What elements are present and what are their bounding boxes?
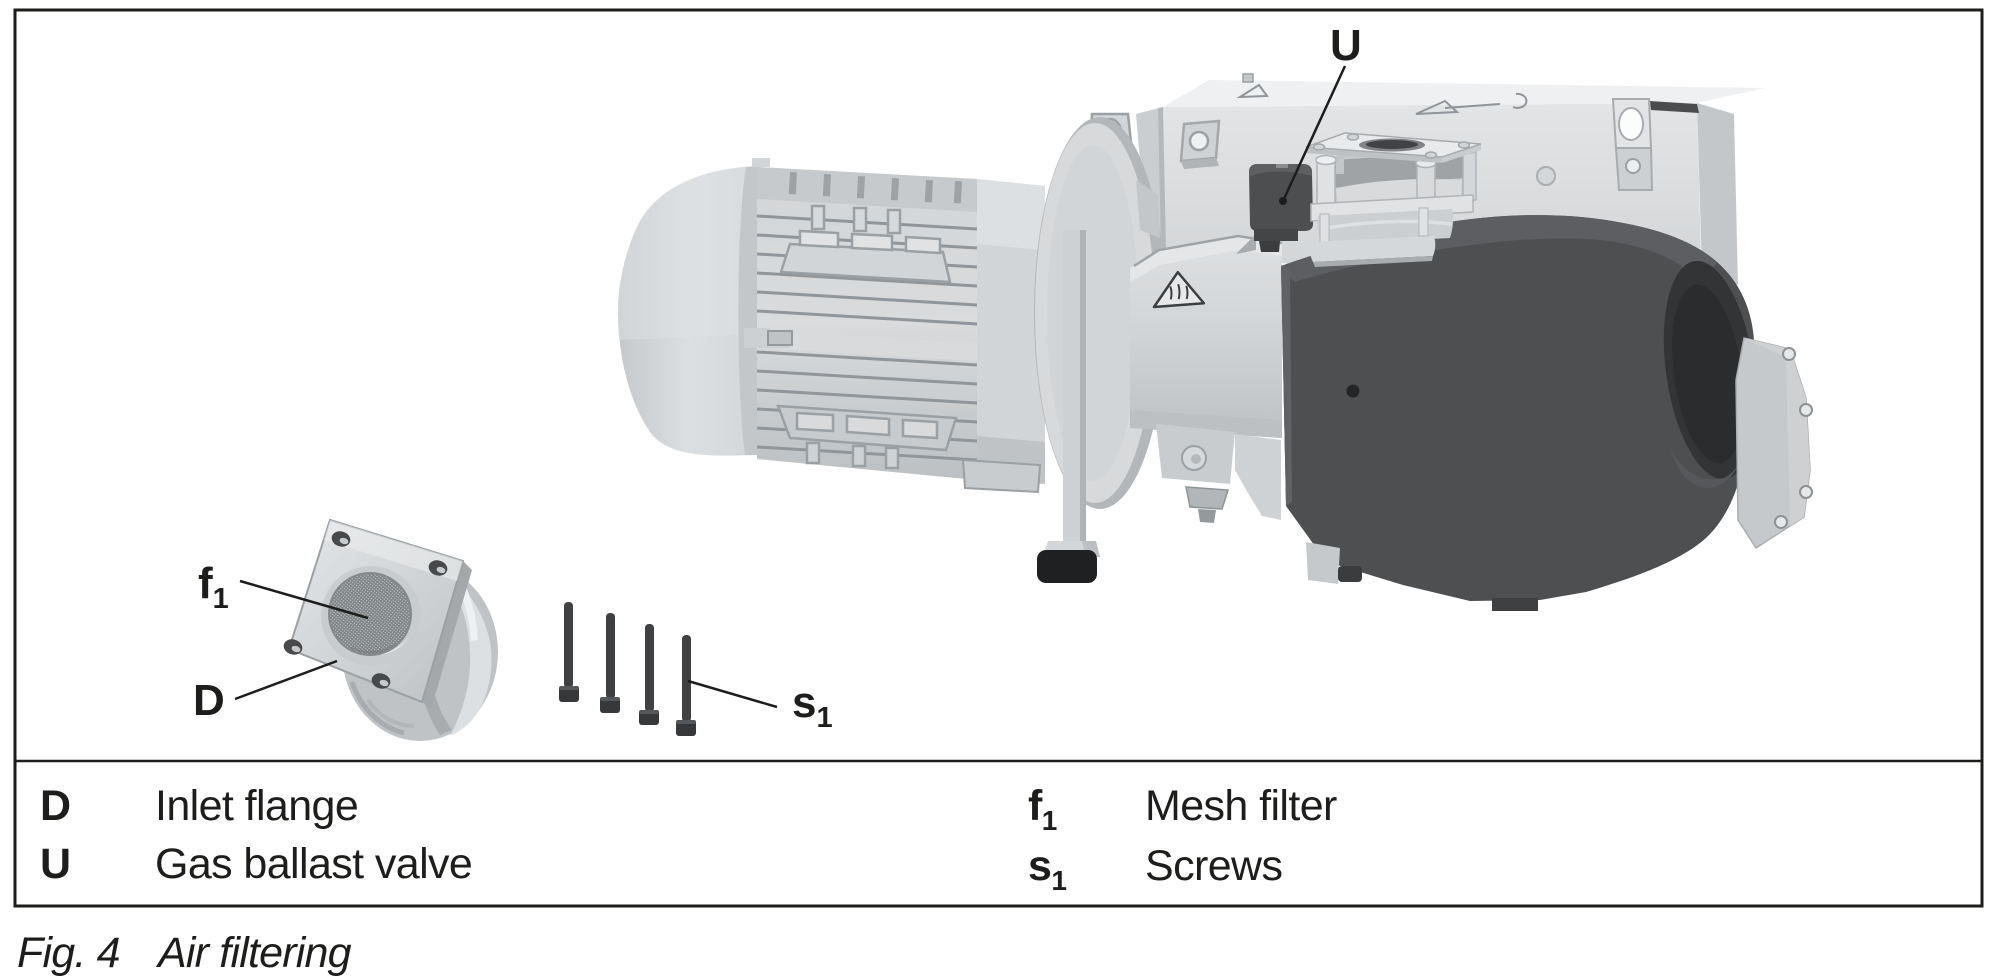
svg-text:U: U	[1330, 21, 1362, 70]
svg-text:U: U	[40, 840, 70, 888]
svg-text:Air filtering: Air filtering	[155, 929, 352, 977]
svg-text:Screws: Screws	[1145, 842, 1282, 890]
svg-text:Inlet flange: Inlet flange	[155, 782, 358, 830]
svg-text:Fig. 4: Fig. 4	[17, 929, 120, 977]
svg-text:Gas ballast valve: Gas ballast valve	[155, 840, 472, 888]
svg-text:D: D	[40, 782, 70, 830]
svg-text:Mesh filter: Mesh filter	[1145, 782, 1337, 830]
svg-text:f1: f1	[198, 559, 229, 615]
svg-text:D: D	[193, 676, 225, 725]
svg-text:f1: f1	[1028, 782, 1057, 836]
svg-text:s1: s1	[1028, 842, 1066, 896]
svg-text:s1: s1	[792, 678, 833, 734]
